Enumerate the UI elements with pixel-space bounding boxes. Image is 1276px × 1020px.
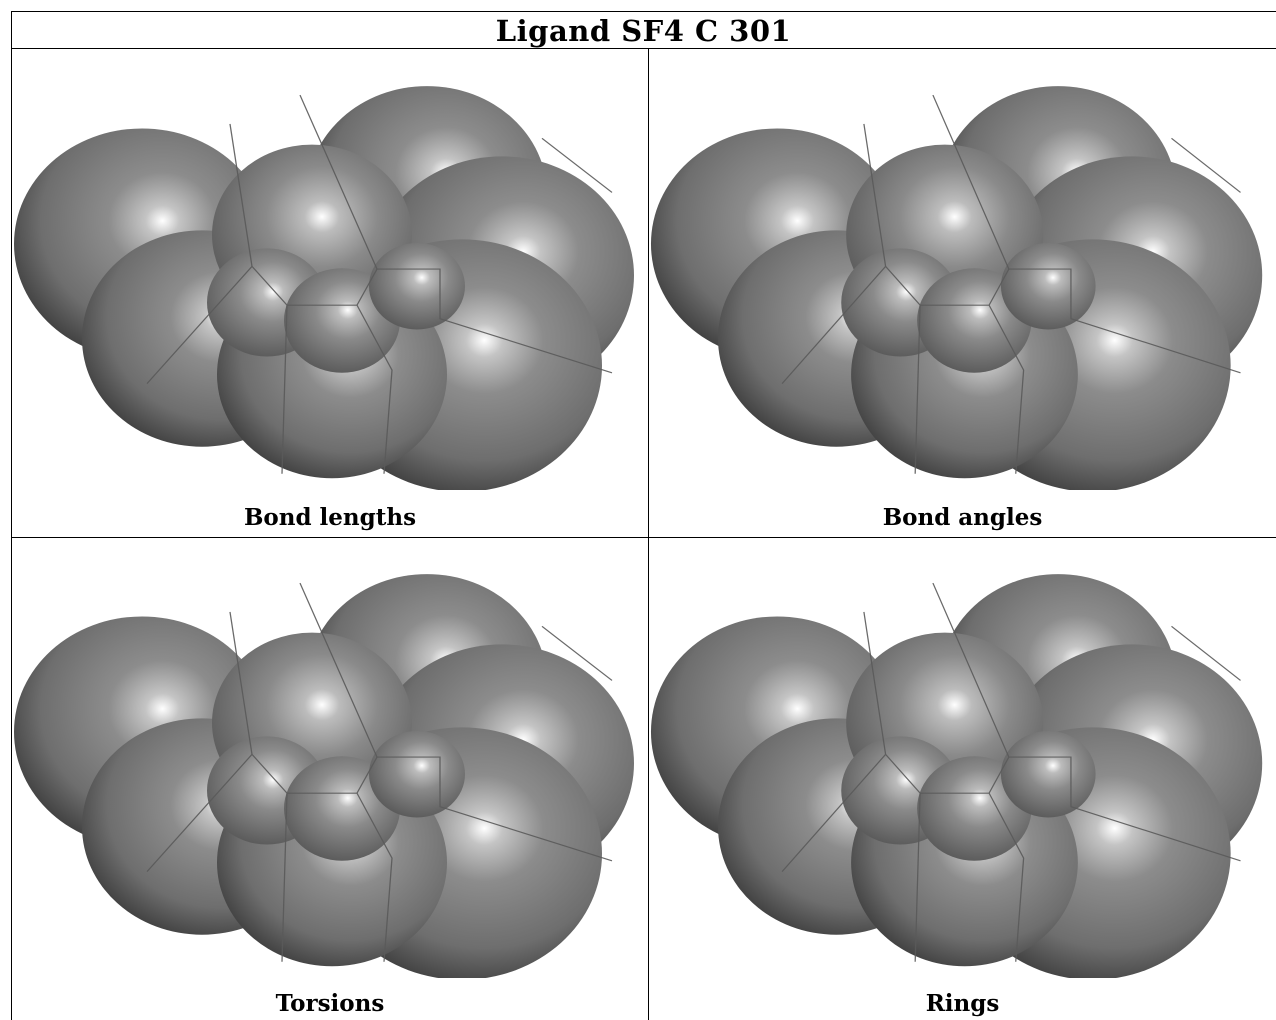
panel-torsions: Torsions: [12, 538, 648, 1020]
page-title: Ligand SF4 C 301: [495, 14, 792, 48]
title-row: Ligand SF4 C 301: [11, 11, 1276, 49]
panel-caption: Torsions: [275, 990, 385, 1017]
panel-bond-angles: Bond angles: [649, 50, 1276, 537]
panel-bond-lengths: Bond lengths: [12, 50, 648, 537]
molecule-image: [12, 50, 648, 490]
panel-rings: Rings: [649, 538, 1276, 1020]
molecule-image: [649, 50, 1276, 490]
panel-caption: Bond angles: [882, 504, 1043, 531]
column-divider: [648, 49, 649, 1020]
panel-caption: Rings: [925, 990, 1000, 1017]
row-divider: [11, 537, 1276, 538]
molecule-image: [12, 538, 648, 978]
molecule-image: [649, 538, 1276, 978]
table-frame: [11, 11, 1276, 1020]
panel-caption: Bond lengths: [243, 504, 417, 531]
